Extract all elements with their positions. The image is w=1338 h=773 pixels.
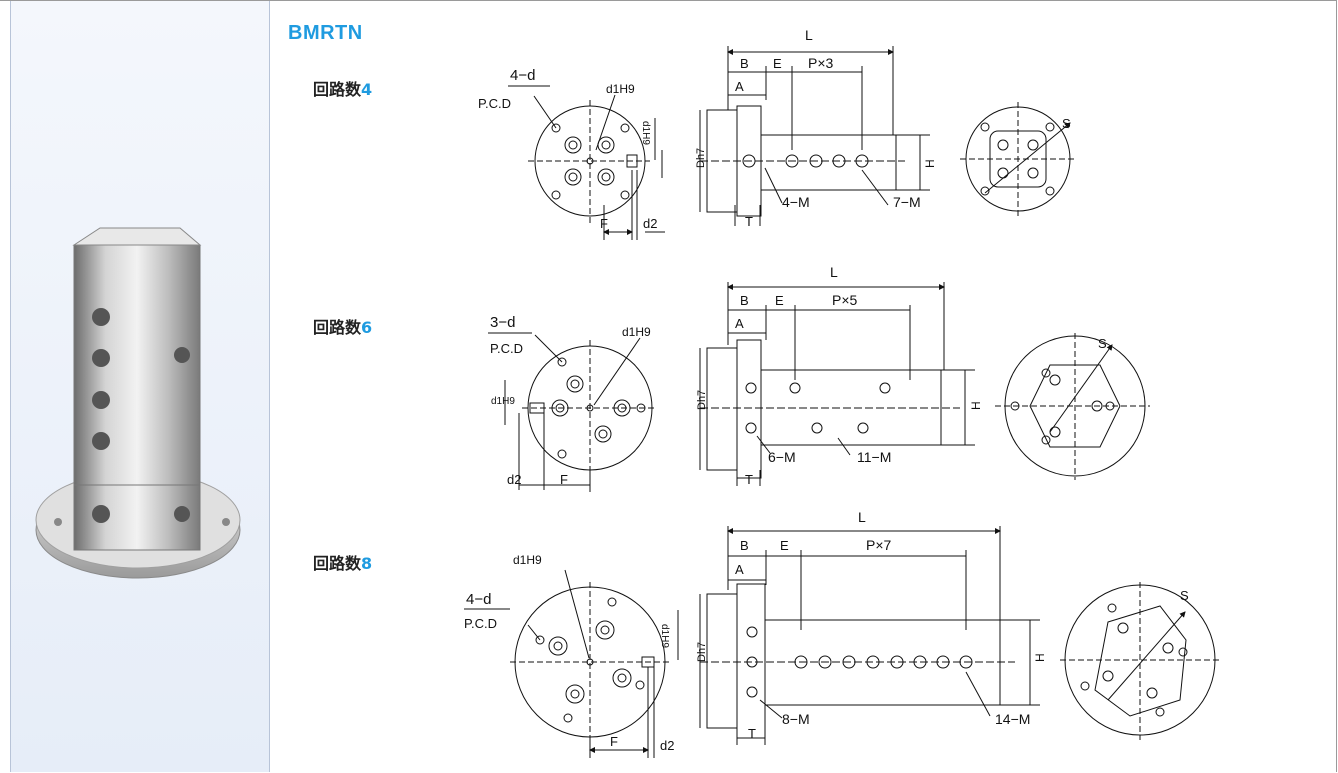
row1-a-label: A (735, 79, 744, 94)
dimension-labels: 4−d P.C.D d1H9 d1H9 F d2 L B E P×3 A Dh7… (464, 27, 1189, 753)
row3-f-label: F (610, 734, 618, 749)
row3-d1-label: d1H9 (513, 553, 542, 567)
row1-m2-label: 7−M (893, 194, 921, 210)
row3-s-label: S (1180, 588, 1189, 603)
row3-pitch-label: P×7 (866, 537, 892, 553)
row2-dh7-label: Dh7 (696, 390, 708, 410)
row3-side-view (699, 526, 1040, 745)
product-photo (35, 227, 241, 579)
row3-d1-side: d1H9 (659, 624, 670, 648)
row3-m1-label: 8−M (782, 711, 810, 727)
row2-pcd-label: P.C.D (490, 341, 523, 356)
row1-s-label: S (1062, 116, 1071, 131)
row3-e-label: E (780, 538, 789, 553)
row2-d1-label: d1H9 (622, 325, 651, 339)
row1-d1-side: d1H9 (640, 121, 651, 145)
row2-s-label: S (1098, 336, 1107, 351)
row2-top-view (995, 333, 1150, 480)
row3-pcd-label: P.C.D (464, 616, 497, 631)
row3-l-label: L (858, 509, 866, 525)
row2-d1-side: d1H9 (491, 396, 515, 407)
row1-side-view (699, 46, 930, 226)
row2-d2-label: d2 (507, 472, 521, 487)
row2-holes-label: 3−d (490, 314, 515, 331)
row2-t-label: T (745, 472, 753, 487)
circuit-label-4: 回路数4 (313, 80, 373, 99)
row1-d1-label: d1H9 (606, 82, 635, 96)
row2-pitch-label: P×5 (832, 292, 858, 308)
row3-d2-label: d2 (660, 738, 674, 753)
row1-f-label: F (600, 216, 608, 231)
circuit-label-6: 回路数6 (313, 318, 373, 337)
row2-end-view (504, 334, 655, 492)
row3-dh7-label: Dh7 (696, 642, 708, 662)
row3-top-view (1060, 582, 1220, 740)
row3-t-label: T (748, 726, 756, 741)
row2-h-label: H (969, 401, 983, 410)
row1-end-view (528, 94, 665, 240)
row1-pcd-label: P.C.D (478, 96, 511, 111)
row2-m2-label: 11−M (857, 449, 891, 465)
row3-b-label: B (740, 538, 749, 553)
circuit-label-8: 回路数8 (313, 554, 373, 573)
row1-t-label: T (745, 214, 753, 229)
row2-a-label: A (735, 316, 744, 331)
row1-e-label: E (773, 56, 782, 71)
row3-a-label: A (735, 562, 744, 577)
row2-side-view (699, 282, 975, 486)
row2-e-label: E (775, 293, 784, 308)
row1-top-view (960, 102, 1077, 216)
row1-h-label: H (923, 159, 937, 168)
row2-l-label: L (830, 264, 838, 280)
row3-h-label: H (1033, 653, 1047, 662)
row2-b-label: B (740, 293, 749, 308)
row1-l-label: L (805, 27, 813, 43)
row3-holes-label: 4−d (466, 591, 491, 608)
row1-b-label: B (740, 56, 749, 71)
row2-f-label: F (560, 472, 568, 487)
row1-holes-label: 4−d (510, 67, 535, 84)
row1-dh7-label: Dh7 (695, 148, 707, 168)
row3-m2-label: 14−M (995, 711, 1030, 727)
row1-m1-label: 4−M (782, 194, 810, 210)
row2-m1-label: 6−M (768, 449, 796, 465)
row3-end-view (510, 569, 679, 758)
product-title: BMRTN (288, 22, 363, 44)
row1-d2-label: d2 (643, 216, 657, 231)
row1-pitch-label: P×3 (808, 55, 834, 71)
